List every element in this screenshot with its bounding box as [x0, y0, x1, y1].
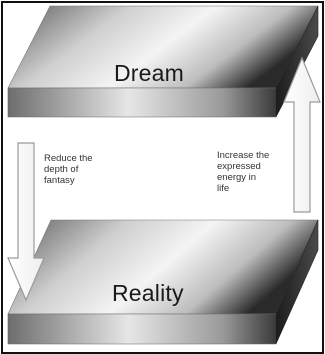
reduce-fantasy-note: Reduce the depth of fantasy [44, 153, 124, 186]
dream-slab-front-face [8, 88, 276, 117]
reality-slab-front-face [8, 314, 276, 344]
increase-energy-note: Increase the expressed energy in life [217, 150, 289, 194]
dream-label: Dream [114, 60, 184, 87]
reality-label: Reality [112, 280, 184, 307]
